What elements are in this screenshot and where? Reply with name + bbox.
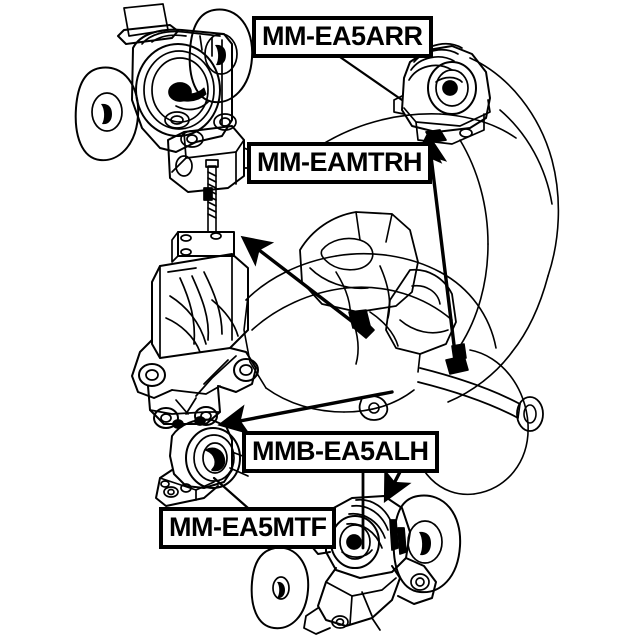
part-label-text: MM-EA5ARR (262, 21, 423, 51)
engine-mount-upper-right-drawing (393, 43, 491, 145)
arrow-transmission-mount (240, 235, 360, 328)
engine-mount-upper-left-drawing (74, 3, 269, 201)
transmission-mount-bracket-drawing (131, 159, 259, 429)
callout-arrows (217, 133, 457, 504)
part-label-text: MMB-EA5ALH (252, 436, 429, 466)
leader-lines (212, 55, 404, 550)
leader-line-rear-mount (338, 55, 404, 102)
part-label-mm-ea5arr: MM-EA5ARR (253, 17, 432, 57)
part-label-text: MM-EAMTRH (257, 147, 422, 177)
part-label-mm-eamtrh: MM-EAMTRH (248, 143, 431, 183)
transmission-mount-front-drawing (155, 416, 263, 507)
part-label-mm-ea5mtf: MM-EA5MTF (160, 508, 336, 548)
arrow-front-transmission-mount (217, 390, 394, 435)
part-label-mmb-ea5alh: MMB-EA5ALH (243, 432, 438, 472)
vehicle-chassis-outline-drawing (243, 57, 560, 496)
arrow-left-engine-mount (383, 466, 412, 504)
leader-line-front-mount (212, 476, 250, 510)
arrow-rear-mount (416, 133, 457, 355)
part-label-text: MM-EA5MTF (169, 512, 327, 542)
